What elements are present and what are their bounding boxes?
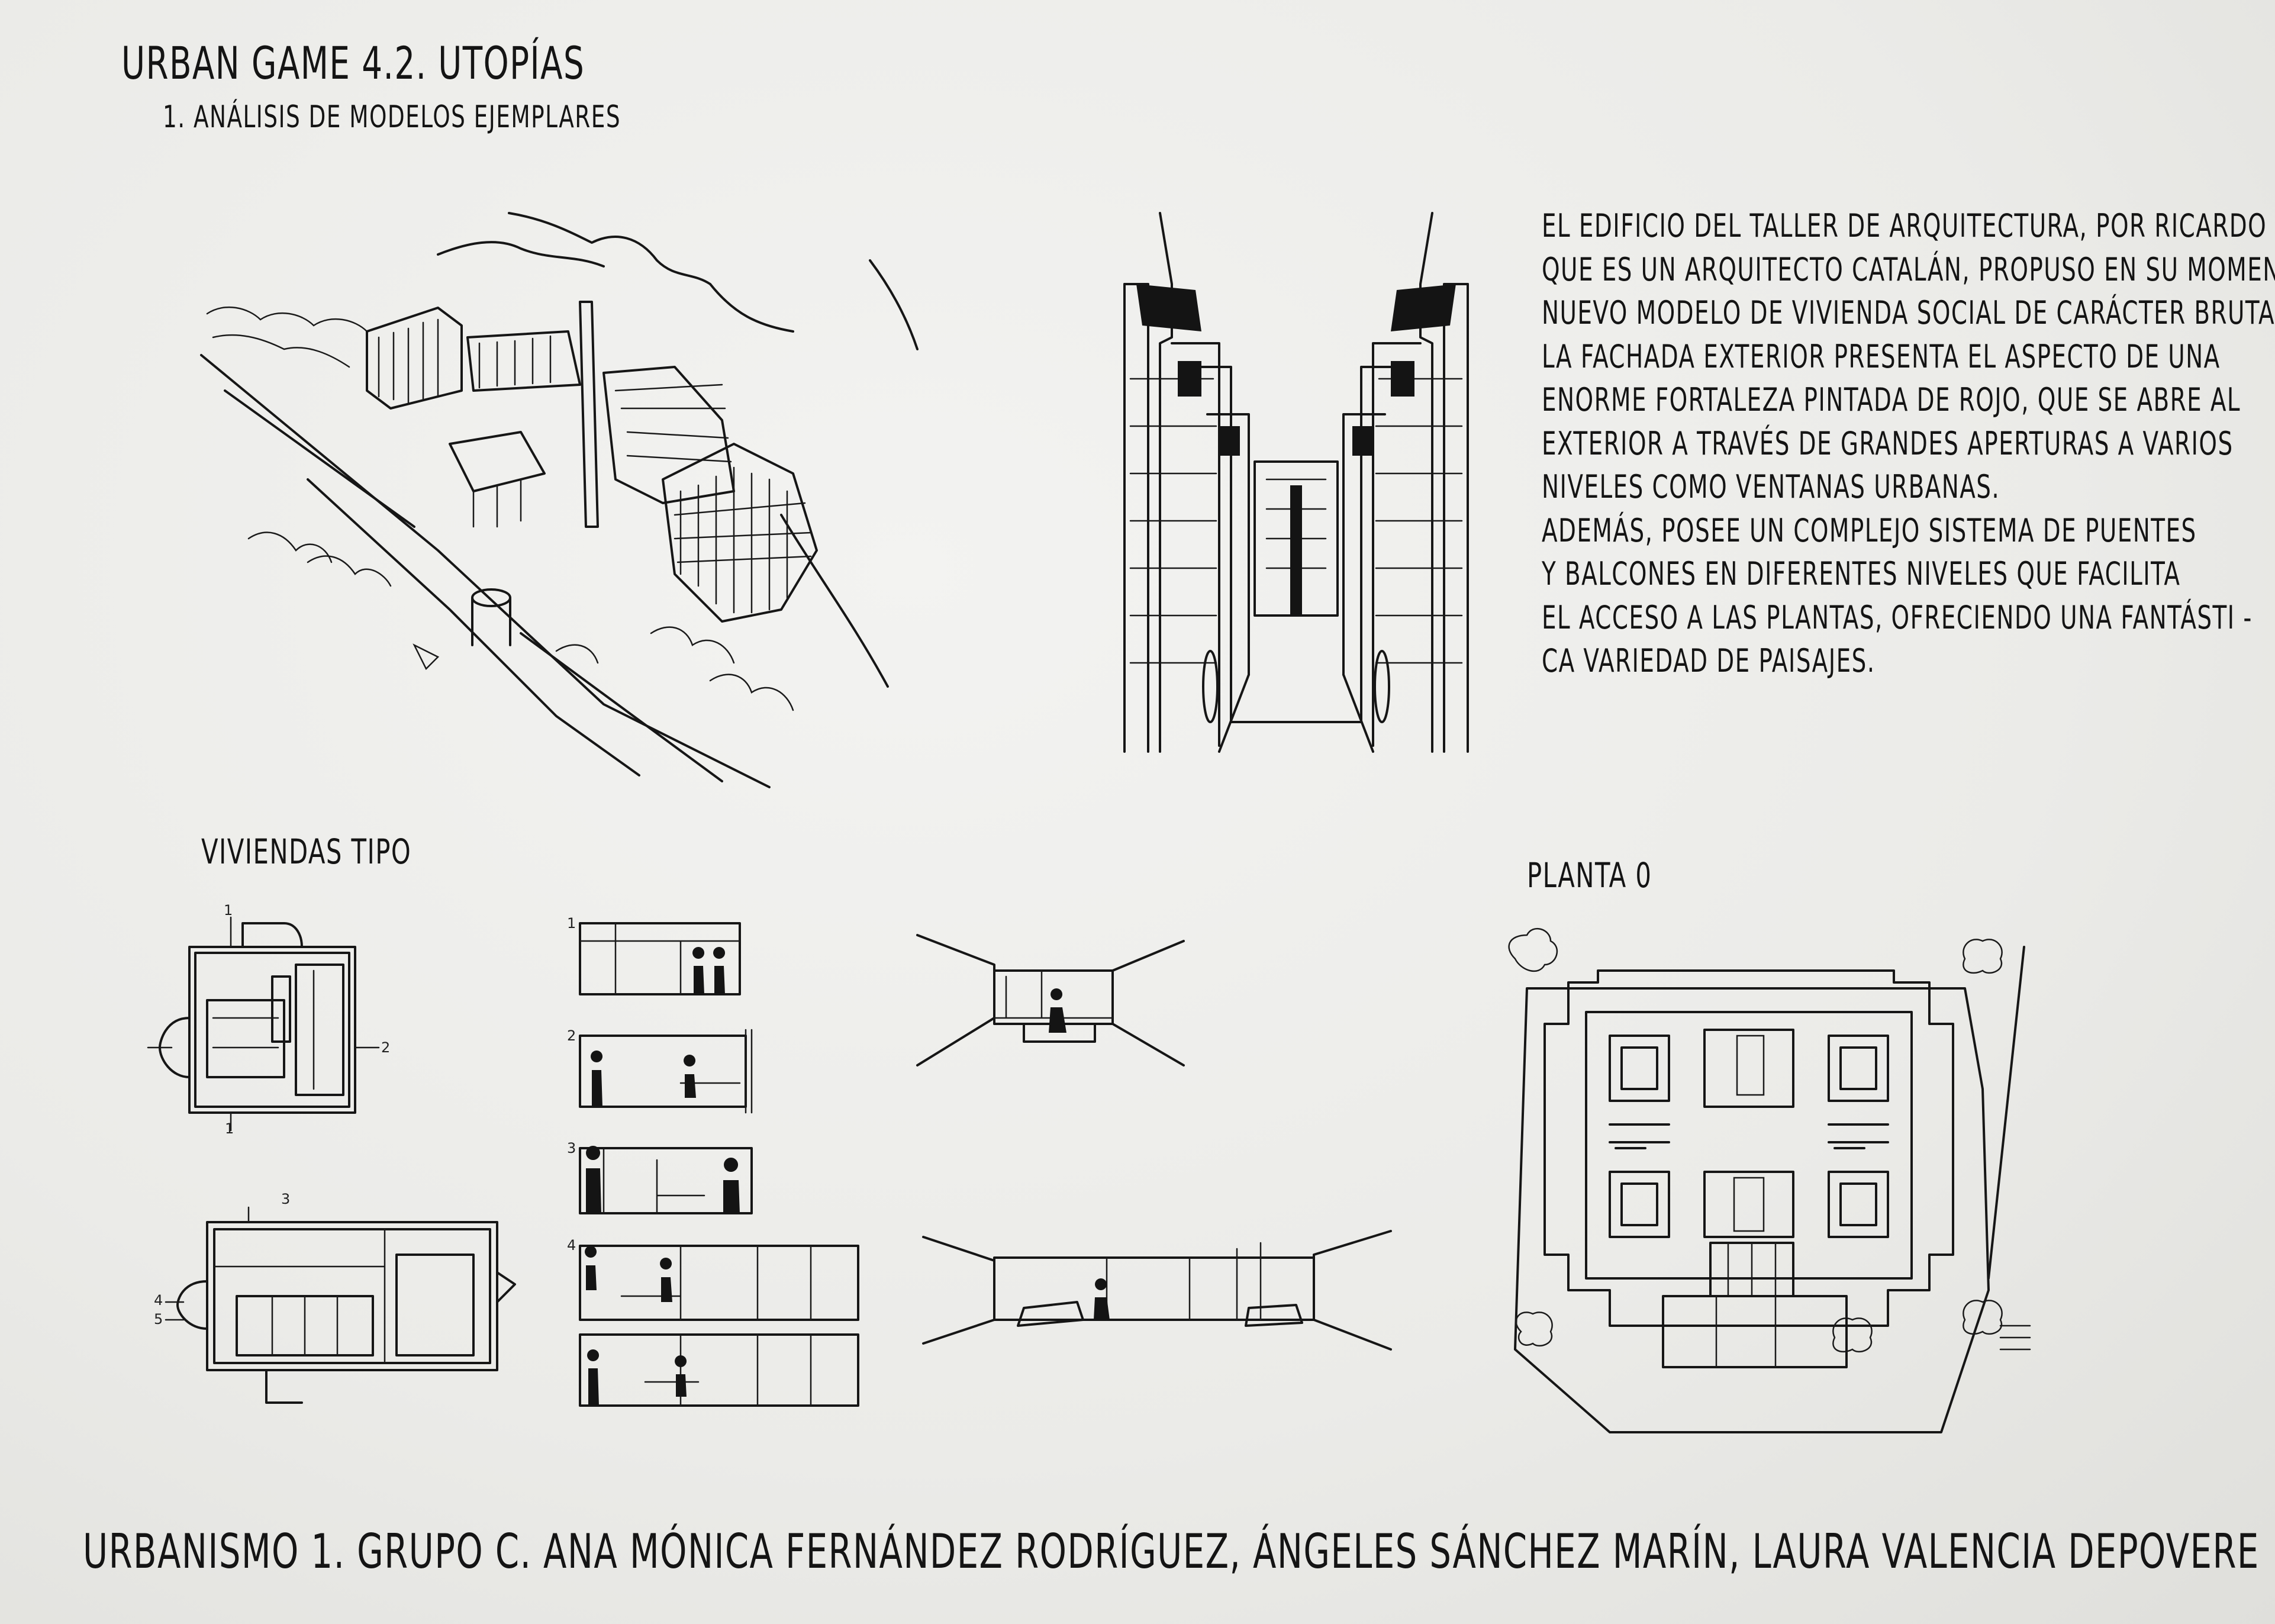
dwelling-sections: 1 2 3 4 (567, 915, 870, 1420)
description-line: Y BALCONES EN DIFERENTES NIVELES QUE FAC… (1542, 555, 2181, 592)
description-line: EL ACCESO A LAS PLANTAS, OFRECIENDO UNA … (1542, 598, 2253, 636)
description-line: CA VARIEDAD DE PAISAJES. (1542, 642, 1876, 679)
plan-label: 3 (281, 1191, 290, 1207)
street-perspective-sketch (1113, 201, 1480, 763)
section-label: 3 (567, 1140, 576, 1156)
description-line: NUEVO MODELO DE VIVIENDA SOCIAL DE CARÁC… (1542, 294, 2275, 331)
viviendas-tipo-label: VIVIENDAS TIPO (201, 832, 412, 872)
plan-label: 5 (154, 1311, 163, 1327)
description-paragraph: EL EDIFICIO DEL TALLER DE ARQUITECTURA, … (1542, 204, 2275, 683)
section-label: 4 (567, 1237, 576, 1254)
footer-credits: URBANISMO 1. GRUPO C. ANA MÓNICA FERNÁND… (83, 1524, 2260, 1579)
description-line: EXTERIOR A TRAVÉS DE GRANDES APERTURAS A… (1542, 424, 2234, 462)
interior-perspectives (906, 935, 1409, 1361)
description-line: NIVELES COMO VENTANAS URBANAS. (1542, 468, 2000, 505)
sheet-subtitle: 1. ANÁLISIS DE MODELOS EJEMPLARES (163, 99, 621, 135)
description-line: LA FACHADA EXTERIOR PRESENTA EL ASPECTO … (1542, 337, 2221, 375)
planta-0-plan (1503, 923, 2060, 1444)
section-label: 1 (567, 915, 576, 932)
planta-0-label: PLANTA 0 (1527, 855, 1652, 895)
plan-label: 1 (224, 902, 233, 919)
description-line: QUE ES UN ARQUITECTO CATALÁN, PROPUSO EN… (1542, 250, 2275, 288)
section-label: 2 (567, 1027, 576, 1044)
dwelling-plan-b: 3 4 5 (154, 1191, 562, 1432)
aerial-view-sketch (189, 195, 959, 787)
plan-label: 4 (154, 1292, 163, 1309)
plan-label: 2 (381, 1039, 390, 1056)
sheet-title: URBAN GAME 4.2. UTOPÍAS (121, 37, 585, 89)
plan-label: 1 (225, 1120, 234, 1137)
description-line: ENORME FORTALEZA PINTADA DE ROJO, QUE SE… (1542, 381, 2241, 418)
dwelling-plan-a: 1 2 1 (136, 902, 390, 1137)
description-line: EL EDIFICIO DEL TALLER DE ARQUITECTURA, … (1542, 207, 2275, 244)
description-line: ADEMÁS, POSEE UN COMPLEJO SISTEMA DE PUE… (1542, 511, 2197, 549)
